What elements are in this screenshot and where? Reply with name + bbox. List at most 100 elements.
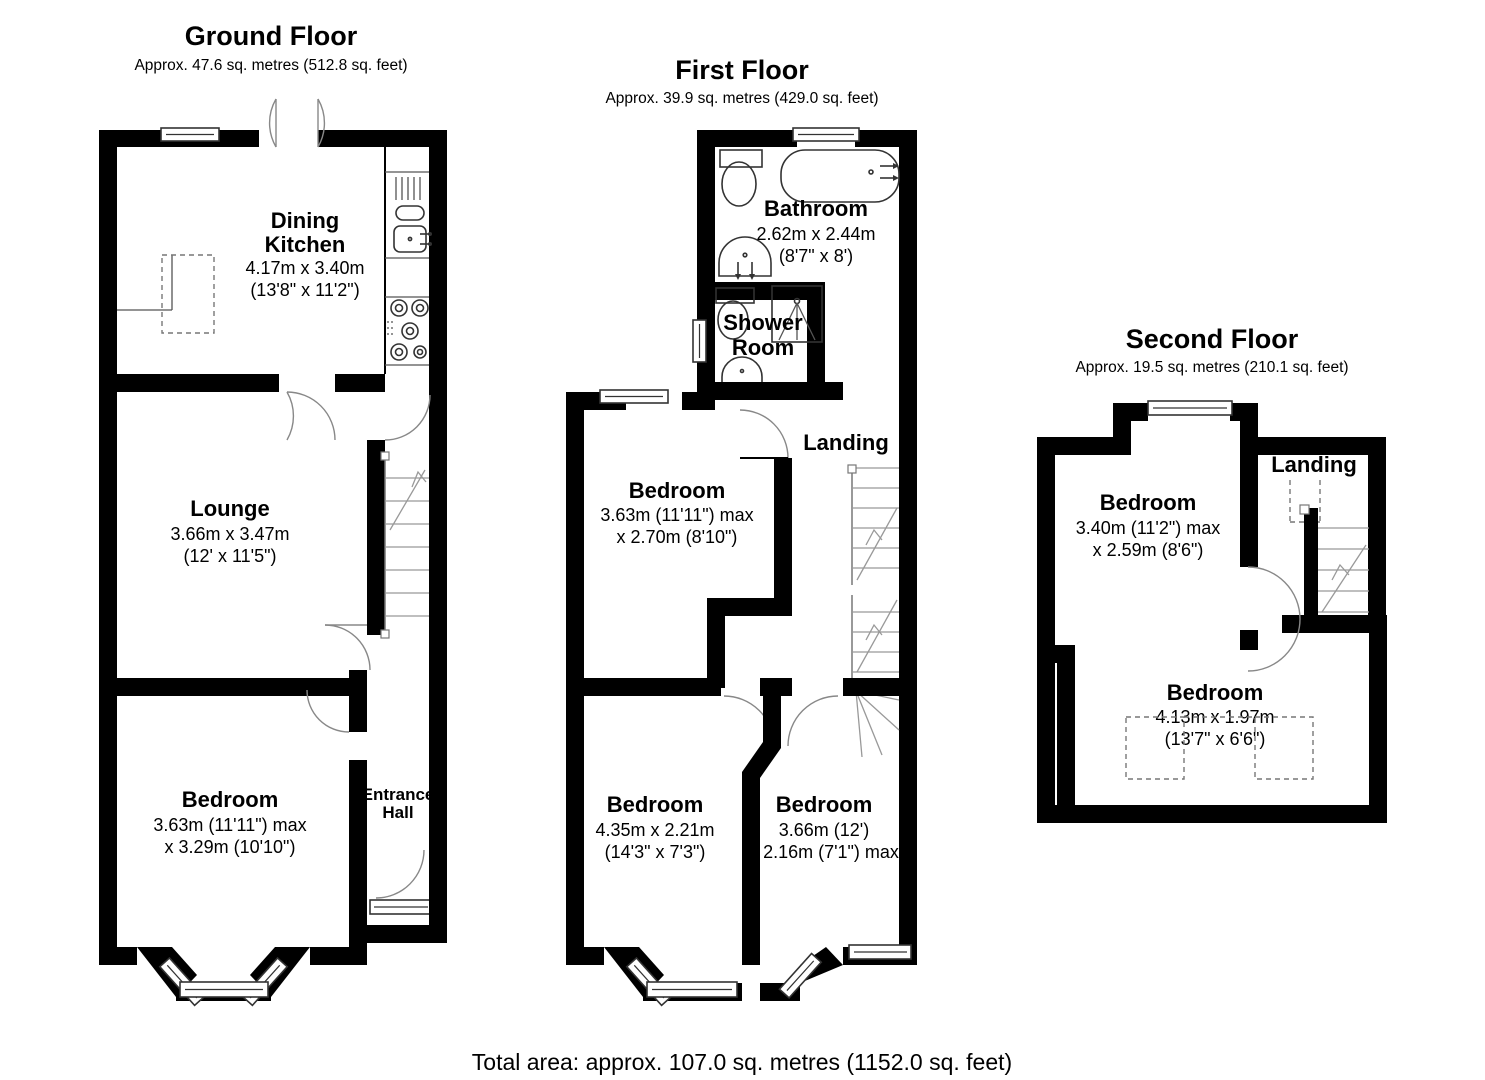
wall-bedroom-front-bottom-left bbox=[707, 598, 725, 688]
room-label-entrance-hall-line1: Entrance bbox=[362, 785, 435, 804]
wall-second-left-inner bbox=[1057, 645, 1075, 823]
door-rear-bedroom-right bbox=[787, 695, 839, 747]
eaves-dashed-right bbox=[1254, 716, 1314, 780]
sink-bowl-large-icon bbox=[393, 225, 432, 253]
wall-second-right bbox=[1368, 437, 1386, 633]
wall-rear-bedroom-divider-top bbox=[760, 678, 792, 696]
room-dim-bedroom-first-rear-right-metric: 3.66m (12') bbox=[779, 820, 869, 840]
total-area-label: Total area: approx. 107.0 sq. metres (11… bbox=[472, 1049, 1012, 1075]
sink-drainer-icon bbox=[395, 177, 421, 200]
staircase-ground bbox=[380, 451, 429, 639]
wall-kitchen-bottom-left bbox=[99, 374, 239, 392]
room-label-bedroom-second-front: Bedroom bbox=[1100, 490, 1197, 515]
kitchen-island-dashed bbox=[161, 254, 215, 334]
room-label-bedroom-second-rear: Bedroom bbox=[1167, 680, 1264, 705]
wall-rear-bedrooms-top-left bbox=[566, 678, 721, 696]
door-landing-to-bedroom-front bbox=[739, 409, 789, 459]
room-label-bedroom-first-rear-left: Bedroom bbox=[607, 792, 704, 817]
door-lounge-to-hall bbox=[324, 624, 371, 671]
wall-right-hall-lower bbox=[429, 860, 447, 930]
newel-post-ground bbox=[380, 451, 390, 461]
wall-bathroom-top-left bbox=[697, 130, 797, 147]
kitchen-units bbox=[385, 171, 432, 366]
room-dim-bedroom-second-front-imperial: x 2.59m (8'6") bbox=[1093, 540, 1204, 560]
wall-hall-partition-upper bbox=[349, 704, 367, 732]
pier-landing-left bbox=[825, 382, 843, 400]
wall-second-bottom bbox=[1037, 805, 1387, 823]
room-dim-bedroom-first-rear-left-imperial: (14'3" x 7'3") bbox=[605, 842, 706, 862]
window-kitchen-rear bbox=[160, 127, 220, 142]
first-floor-area: Approx. 39.9 sq. metres (429.0 sq. feet) bbox=[605, 90, 878, 107]
door-hall-top bbox=[384, 394, 431, 441]
shower-tray-icon bbox=[771, 285, 823, 343]
wall-bedroom-front-right bbox=[774, 458, 792, 598]
wall-rear-bedrooms-divider bbox=[742, 696, 781, 965]
toilet-icon-shower bbox=[715, 287, 755, 340]
wall-kitchen-rear-right bbox=[318, 130, 376, 147]
wall-kitchen-bottom-step bbox=[239, 374, 279, 392]
wall-bay-first-pier bbox=[760, 983, 778, 1001]
wall-hall-partition bbox=[349, 760, 367, 965]
door-kitchen-to-hall bbox=[286, 391, 336, 441]
bay-window-ground bbox=[99, 947, 367, 1007]
wall-left-kitchen bbox=[99, 130, 117, 380]
staircase-second bbox=[1299, 504, 1369, 633]
basin-icon-shower bbox=[721, 356, 763, 387]
wall-lounge-bottom bbox=[99, 678, 349, 696]
eaves-dashed-left bbox=[1125, 716, 1185, 780]
room-dim-bedroom-first-front-imperial: x 2.70m (8'10") bbox=[617, 527, 738, 547]
wall-second-top-a bbox=[1113, 403, 1148, 421]
room-dim-bedroom-first-front-metric: 3.63m (11'11") max bbox=[600, 505, 753, 525]
wall-bathroom-right bbox=[899, 130, 917, 400]
second-floor-title: Second Floor bbox=[1126, 324, 1299, 354]
wall-stair-string-second bbox=[1304, 508, 1318, 633]
door-second-bedroom bbox=[1247, 566, 1301, 672]
ground-floor-title: Ground Floor bbox=[185, 21, 358, 51]
wall-first-top-mid bbox=[682, 392, 715, 410]
wall-landing-bottom bbox=[843, 678, 917, 696]
wall-left-lower bbox=[99, 380, 117, 965]
room-dim-dining-kitchen-imperial: (13'8" x 11'2") bbox=[250, 280, 359, 300]
wall-second-top-left-step bbox=[1037, 437, 1122, 455]
bathtub-icon bbox=[780, 149, 900, 203]
pier-lounge-top bbox=[367, 440, 385, 455]
wall-kitchen-right-pier bbox=[367, 374, 385, 392]
wall-lounge-stair-partition-lower bbox=[367, 595, 385, 635]
pier-lounge-bottom-right bbox=[349, 670, 367, 704]
wall-lounge-stair-partition bbox=[367, 455, 385, 595]
room-dim-bedroom-first-rear-left-metric: 4.35m x 2.21m bbox=[595, 820, 714, 840]
room-dim-bedroom-ground-imperial: x 3.29m (10'10") bbox=[165, 837, 296, 857]
second-floor-structure: Bedroom 3.40m (11'2") max x 2.59m (8'6")… bbox=[1037, 400, 1387, 823]
wall-shower-right bbox=[807, 282, 825, 400]
room-label-bedroom-ground: Bedroom bbox=[182, 787, 279, 812]
room-dim-bedroom-first-rear-right-imperial: x 2.16m (7'1") max bbox=[749, 842, 899, 862]
room-label-dining-kitchen-line2: Kitchen bbox=[265, 232, 346, 257]
room-label-entrance-hall-line2: Hall bbox=[382, 803, 413, 822]
toilet-icon-bathroom bbox=[719, 149, 763, 207]
room-dim-dining-kitchen-metric: 4.17m x 3.40m bbox=[245, 258, 364, 278]
wall-right-main bbox=[429, 130, 447, 925]
wall-first-right bbox=[899, 382, 917, 965]
door-bedroom-ground bbox=[306, 689, 350, 733]
staircase-first-up bbox=[847, 464, 899, 585]
hob-icon bbox=[387, 299, 429, 361]
room-dim-lounge-imperial: (12' x 11'5") bbox=[184, 546, 277, 566]
basin-icon-bathroom bbox=[718, 236, 772, 280]
room-label-landing-first: Landing bbox=[803, 430, 889, 455]
wall-second-left bbox=[1037, 437, 1055, 823]
room-dim-bedroom-second-rear-imperial: (13'7" x 6'6") bbox=[1165, 729, 1266, 749]
room-dim-bathroom-metric: 2.62m x 2.44m bbox=[756, 224, 875, 244]
room-label-landing-second: Landing bbox=[1271, 452, 1357, 477]
wall-hall-front bbox=[367, 925, 447, 943]
first-floor-structure: Bathroom 2.62m x 2.44m (8'7" x 8') bbox=[566, 127, 917, 1007]
room-dim-bedroom-second-front-metric: 3.40m (11'2") max bbox=[1076, 518, 1221, 538]
newel-post-ground-lower bbox=[380, 629, 390, 639]
pier-second-lower bbox=[1240, 630, 1258, 650]
wall-second-bedroom-landing bbox=[1240, 437, 1258, 567]
first-floor-group: First Floor Approx. 39.9 sq. metres (429… bbox=[566, 55, 917, 1007]
room-label-bedroom-first-front: Bedroom bbox=[629, 478, 726, 503]
wall-bedroom-front-bottom bbox=[707, 598, 792, 616]
window-bathroom bbox=[792, 127, 860, 142]
room-dim-lounge-metric: 3.66m x 3.47m bbox=[170, 524, 289, 544]
